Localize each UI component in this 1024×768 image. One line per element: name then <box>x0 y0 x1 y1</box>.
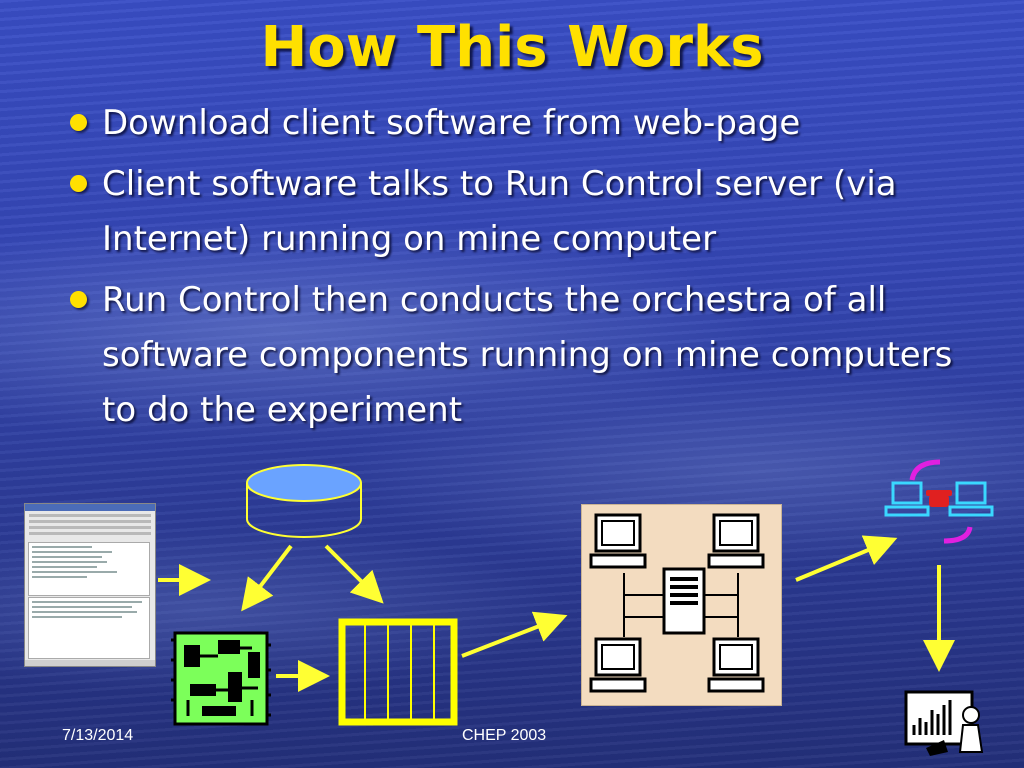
computer-icon <box>589 513 647 569</box>
client-window-titlebar <box>25 504 155 511</box>
database-icon <box>246 464 362 538</box>
client-window-log <box>28 597 150 659</box>
computer-icon <box>589 637 647 693</box>
slide-title: How This Works <box>260 15 764 80</box>
arrow-up-right <box>461 611 568 658</box>
footer-date: 7/13/2014 <box>62 727 134 744</box>
circuit-board-icon <box>171 631 271 726</box>
arrow-up-right <box>795 535 898 582</box>
data-crate-icon <box>338 618 458 726</box>
telephone-network-icon <box>884 459 994 544</box>
bullet-item: Download client software from web-page <box>60 96 980 151</box>
bullet-item: Run Control then conducts the orchestra … <box>60 273 980 438</box>
computer-icon <box>707 513 765 569</box>
network-diagram <box>589 513 765 693</box>
network-icon <box>581 504 782 706</box>
flow-arrows <box>158 535 955 692</box>
bullet-dot <box>70 114 87 131</box>
bullet-text: Download client software from web-page <box>102 103 801 143</box>
computer-icon <box>707 637 765 693</box>
bullet-dot <box>70 291 87 308</box>
chart-presenter-icon <box>904 690 984 756</box>
client-window-icon <box>24 503 156 667</box>
client-window-tree <box>28 542 150 596</box>
bullet-item: Client software talks to Run Control ser… <box>60 157 980 267</box>
arrow-down-left <box>241 544 293 612</box>
server-icon <box>662 567 706 635</box>
bullet-text: Run Control then conducts the orchestra … <box>102 280 953 430</box>
bullet-text: Client software talks to Run Control ser… <box>102 164 897 259</box>
arrow-down-right <box>324 544 384 604</box>
footer-center: CHEP 2003 <box>462 727 547 744</box>
bullet-dot <box>70 175 87 192</box>
bullet-list: Download client software from web-page C… <box>60 96 980 444</box>
